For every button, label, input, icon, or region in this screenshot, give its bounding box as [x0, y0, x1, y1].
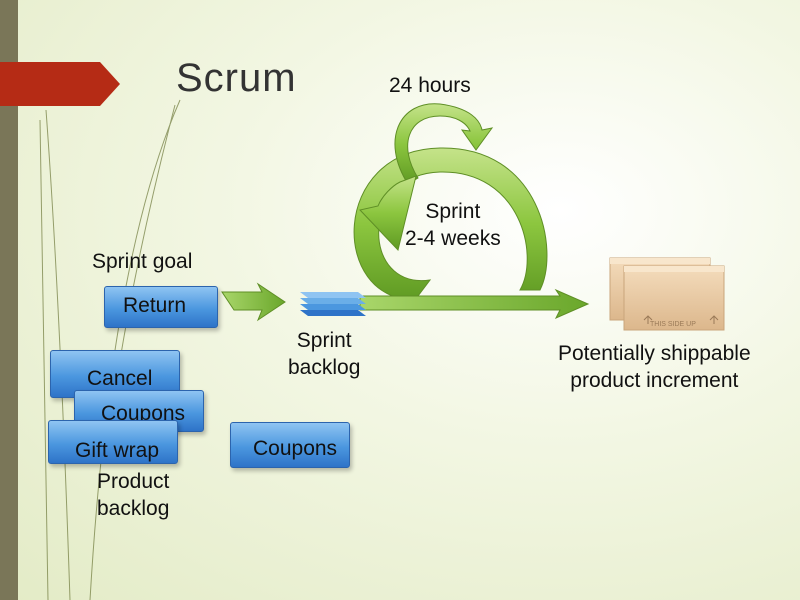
increment-label-line1: Potentially shippable: [558, 342, 751, 365]
sprint-backlog-label-line1: Sprint: [296, 329, 352, 352]
sprint-label-line2: 2-4 weeks: [405, 227, 501, 251]
increment-label: Potentially shippable product increment: [558, 340, 751, 395]
sprint-label-line1: Sprint: [425, 200, 481, 223]
goal-to-backlog-arrow: [221, 282, 286, 322]
increment-label-line2: product increment: [570, 369, 739, 393]
box-text: THIS SIDE UP: [650, 321, 696, 328]
title-accent-tab: [0, 62, 120, 106]
sprint-backlog-label-line2: backlog: [288, 356, 361, 380]
sprint-goal-card: Return: [104, 286, 218, 328]
product-backlog-item-1: Cancel: [87, 367, 153, 390]
sprint-goal-item: Return: [123, 294, 187, 317]
sprint-label: Sprint 2-4 weeks: [405, 198, 501, 253]
sprint-goal-label: Sprint goal: [92, 250, 193, 273]
product-backlog-card-1: Cancel: [50, 350, 180, 398]
daily-cycle-arrow: [359, 103, 494, 252]
sprint-backlog-label: Sprint backlog: [288, 327, 360, 382]
page-title: Scrum: [176, 56, 297, 100]
daily-cycle-label: 24 hours: [389, 74, 471, 97]
product-backlog-label: Product backlog: [97, 468, 169, 523]
product-backlog-item-2: Coupons: [101, 402, 186, 425]
product-backlog-card-3: Gift wrap: [48, 420, 178, 464]
product-backlog-label-line1: Product: [97, 470, 170, 493]
product-backlog-label-line2: backlog: [97, 497, 170, 521]
sprint-backlog-card: Coupons: [230, 422, 350, 468]
left-accent-bar: [0, 0, 18, 600]
product-backlog-item-3: Gift wrap: [75, 439, 160, 462]
sprint-backlog-item: Coupons: [253, 437, 338, 460]
sprint-backlog-stack: [300, 292, 366, 316]
shippable-box-icon: THIS SIDE UP: [609, 257, 725, 331]
